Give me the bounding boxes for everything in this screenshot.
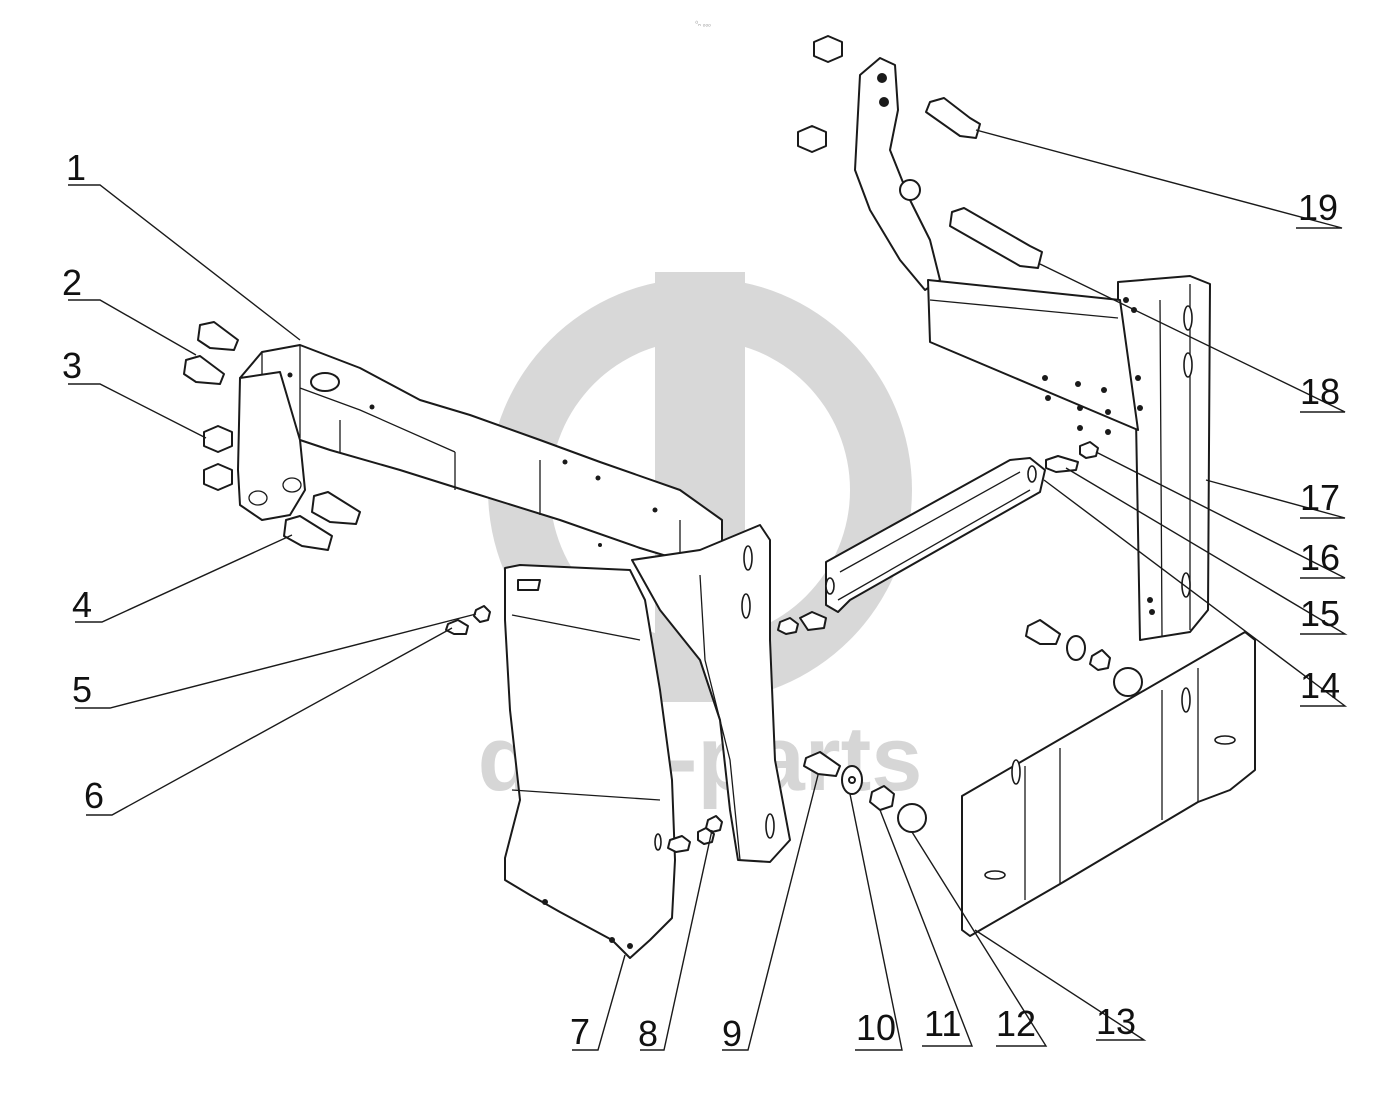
callout-3: 3	[62, 345, 82, 386]
strut-fasteners	[777, 611, 827, 635]
callout-2: 2	[62, 262, 82, 303]
callout-4: 4	[72, 584, 92, 625]
part-3-nuts	[203, 425, 233, 491]
part-19-bolt	[925, 97, 981, 139]
callout-labels: 1 2 3 4 5 6 7 8 9 10 11 12 13 14 15 16 1…	[62, 147, 1340, 1054]
part-11-nut	[869, 785, 895, 811]
part-6-bolt	[445, 619, 469, 635]
callout-12: 12	[996, 1003, 1036, 1044]
callout-10: 10	[856, 1007, 896, 1048]
callout-15: 15	[1300, 593, 1340, 634]
part-13-bottom-plate	[961, 631, 1256, 937]
callout-1: 1	[66, 147, 86, 188]
callout-9: 9	[722, 1013, 742, 1054]
leader-lines	[68, 129, 1348, 1051]
callout-16: 16	[1300, 537, 1340, 578]
top-mark: ⁰ₙ ₒₒₒ	[695, 20, 711, 28]
part-17-vertical-post	[1117, 275, 1211, 641]
upper-nuts	[797, 35, 843, 153]
callout-18: 18	[1300, 371, 1340, 412]
part-9-bolt	[803, 751, 841, 777]
callout-13: 13	[1096, 1001, 1136, 1042]
part-12-cap	[897, 803, 927, 833]
part-5-nut	[473, 605, 491, 623]
part-14-strut	[825, 457, 1046, 613]
callout-6: 6	[84, 775, 104, 816]
callout-5: 5	[72, 669, 92, 710]
part-4-bolts	[283, 491, 361, 551]
part-8-fasteners	[667, 815, 723, 853]
part-7-guard-plate	[504, 564, 676, 959]
callout-17: 17	[1300, 477, 1340, 518]
part-2-bolts	[183, 321, 239, 385]
plate-hardware	[1025, 619, 1143, 697]
support-channel	[631, 524, 791, 863]
callout-8: 8	[638, 1013, 658, 1054]
callout-19: 19	[1298, 187, 1338, 228]
callout-11: 11	[924, 1003, 961, 1044]
part-16-nut	[1079, 441, 1099, 459]
callout-7: 7	[570, 1011, 590, 1052]
upper-hitch-bracket	[854, 57, 1139, 435]
part-15-bolt	[1045, 455, 1079, 473]
part-10-washer	[841, 765, 863, 795]
part-18-bolt	[949, 207, 1043, 269]
callout-14: 14	[1300, 665, 1340, 706]
part-1-main-beam	[237, 344, 723, 561]
